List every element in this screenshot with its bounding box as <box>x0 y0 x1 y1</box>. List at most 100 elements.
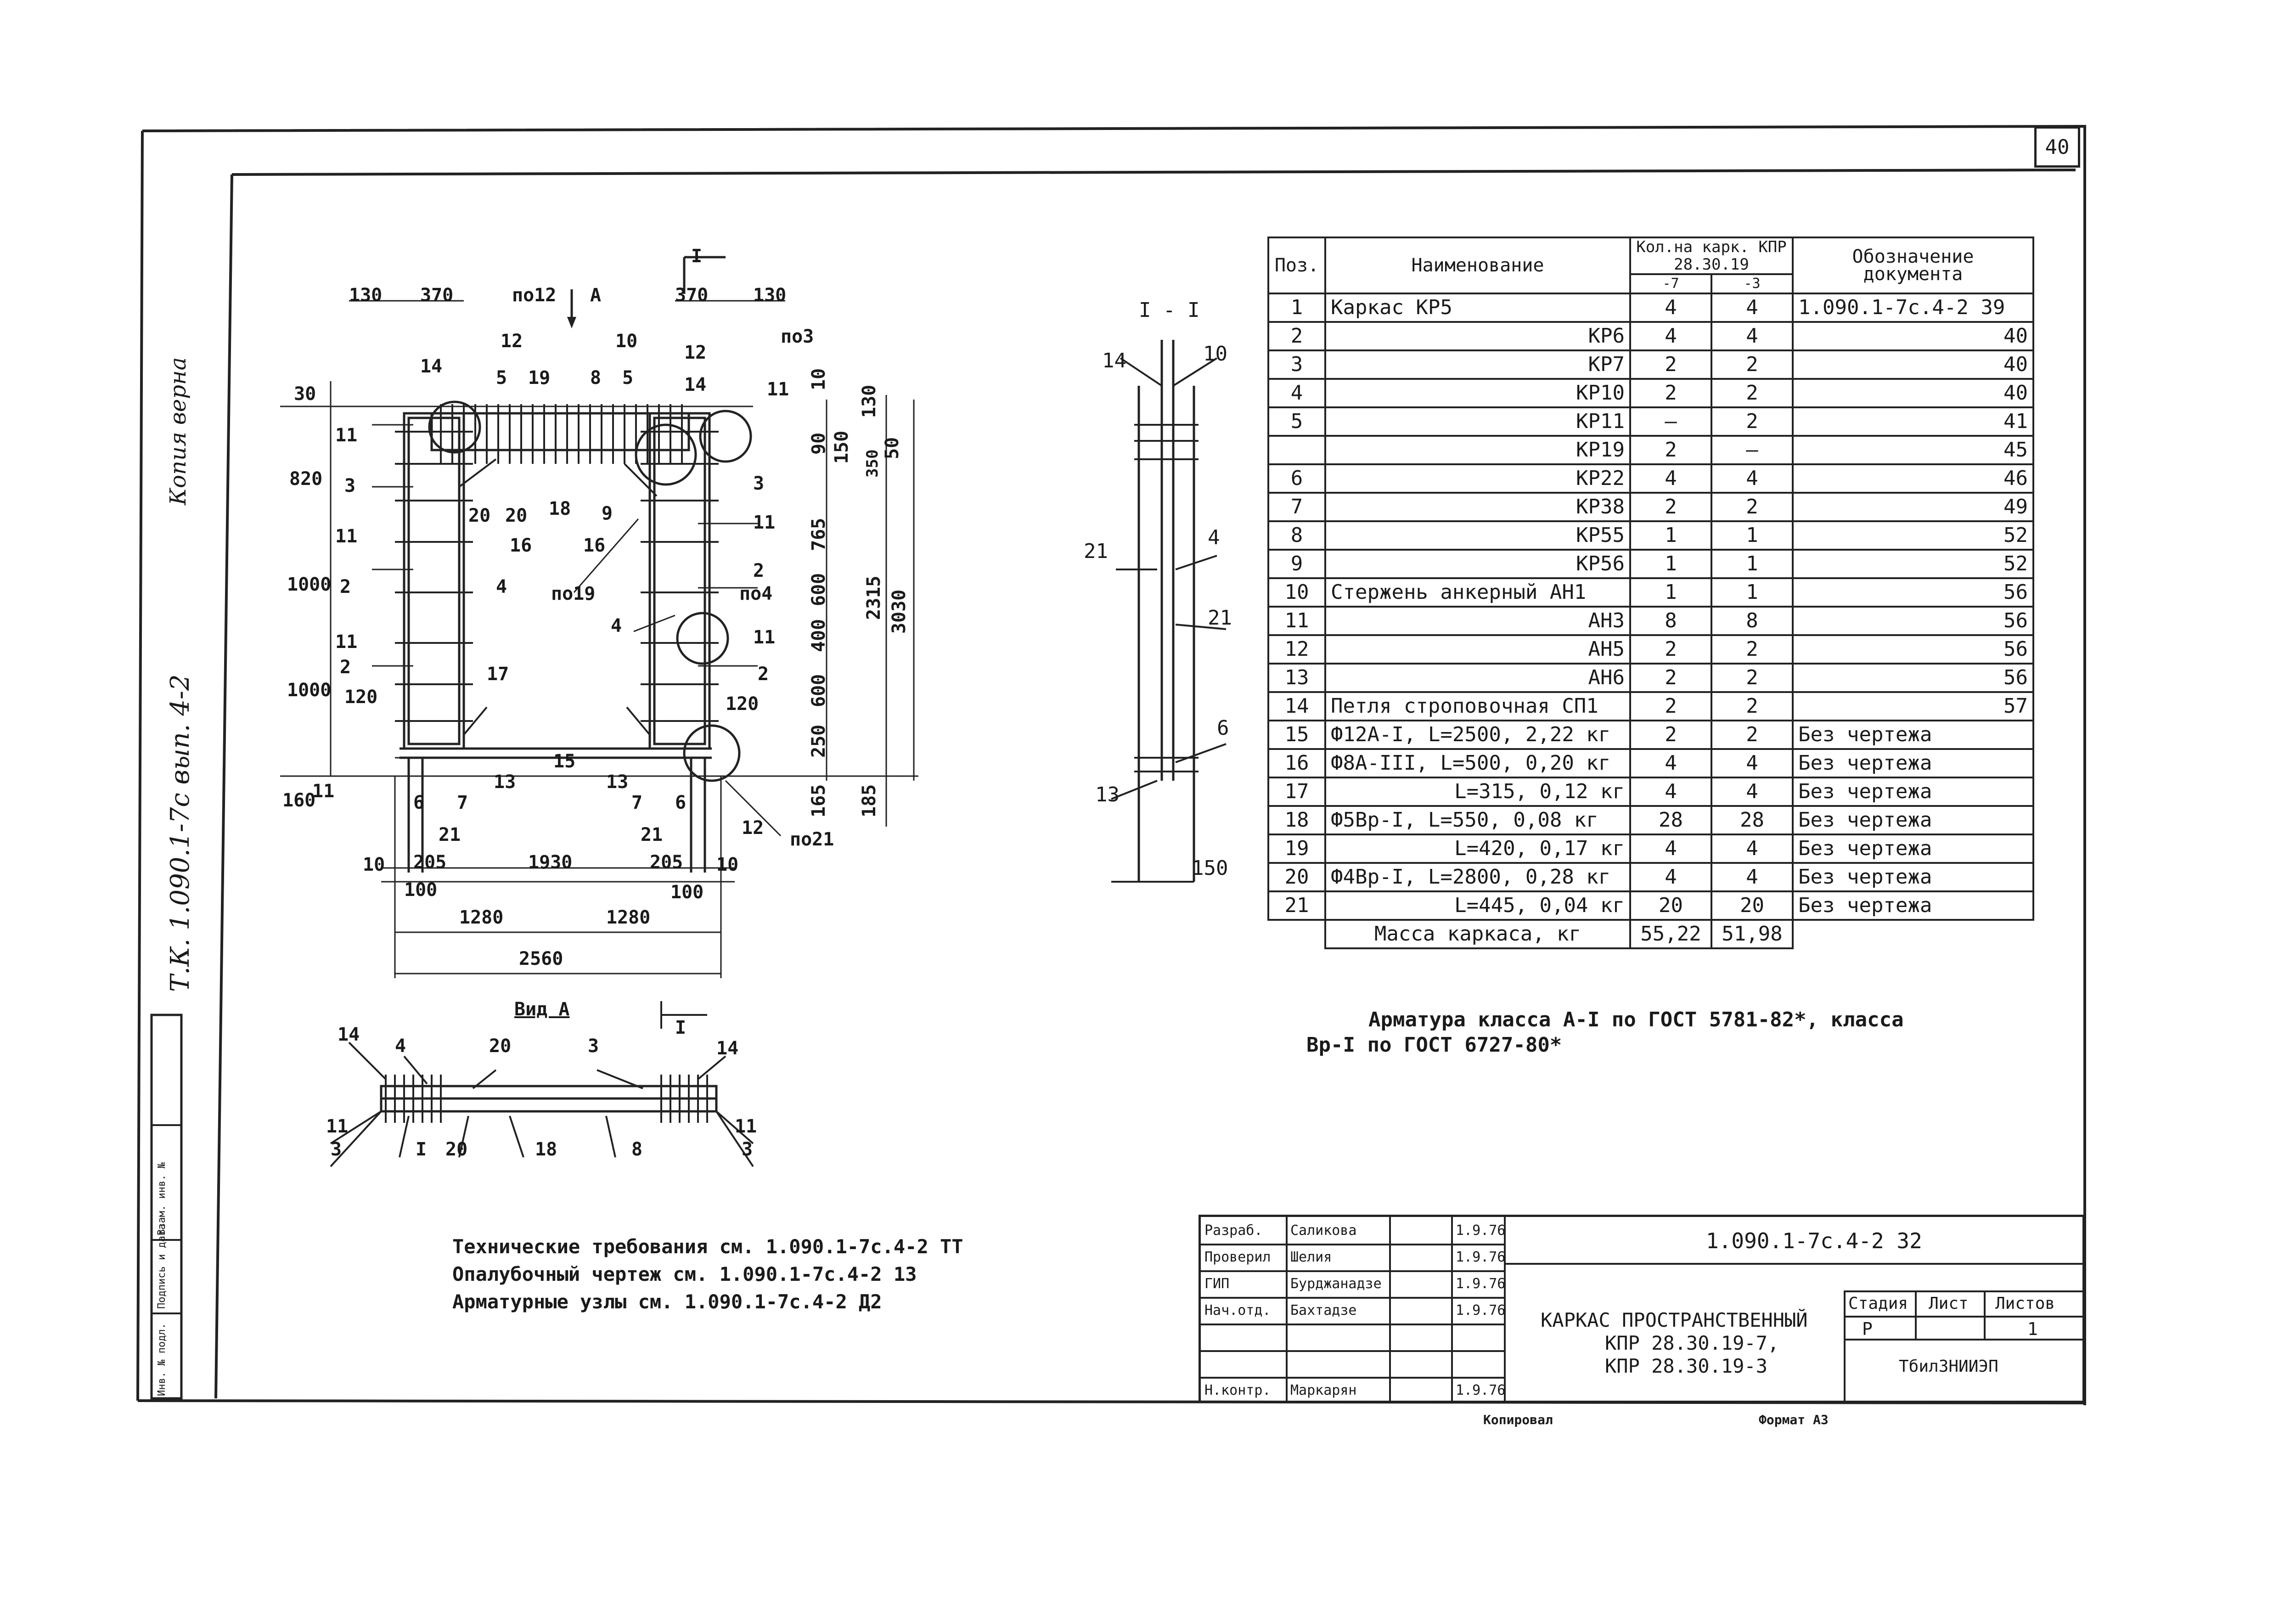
spec-cell-name: КР38 <box>1324 492 1631 522</box>
tb-name: Шелия <box>1290 1249 1332 1265</box>
spec-cell-qty-3: 2 <box>1711 349 1794 380</box>
pos-14a: 14 <box>420 356 443 377</box>
pos-4a: 4 <box>496 576 507 597</box>
sheet-number-box: 40 <box>2034 126 2080 168</box>
spec-mass-spacer <box>1793 920 2033 948</box>
spec-header-variant-3: -3 <box>1711 273 1794 294</box>
stamp-replacement-inv: Взам. инв. № <box>156 1162 168 1235</box>
spec-header-qty: Кол.на карк. КПР 28.30.19 <box>1629 237 1794 275</box>
spec-cell-name: Ф5Вр-I, L=550, 0,08 кг <box>1324 805 1631 835</box>
spec-cell-doc: 45 <box>1792 435 2034 465</box>
tb-name: Бурджанадзе <box>1290 1276 1382 1292</box>
dim-10a: 10 <box>363 854 385 875</box>
spec-cell-name: Петля строповочная СП1 <box>1324 691 1631 721</box>
dim-370: 370 <box>420 285 454 306</box>
spec-cell-name: L=445, 0,04 кг <box>1324 890 1631 921</box>
stage-value: Р <box>1862 1319 1873 1339</box>
spec-cell-name: L=420, 0,17 кг <box>1324 834 1631 864</box>
spec-cell-qty-7: 2 <box>1629 634 1712 665</box>
pos-6a: 6 <box>413 792 425 813</box>
pos-2b: 2 <box>340 657 351 678</box>
label-section-i: I <box>691 246 703 267</box>
spec-cell-qty-7: 2 <box>1629 720 1712 750</box>
dim-50: 50 <box>882 437 903 459</box>
tb-row-divider <box>1201 1324 1504 1325</box>
spec-cell-name: КР22 <box>1324 463 1631 494</box>
pos-6b: 6 <box>675 792 687 813</box>
pos-3a: 3 <box>344 475 356 496</box>
va-pos-3a: 3 <box>588 1036 599 1057</box>
dim-130c: 130 <box>859 384 880 418</box>
pos-7a: 7 <box>457 792 468 813</box>
label-po4: по4 <box>739 583 773 604</box>
dim-100a: 100 <box>404 879 438 901</box>
tb-row-divider <box>1201 1244 1504 1245</box>
spec-cell-qty-3: 1 <box>1711 577 1794 608</box>
tech-note-1: Технические требования см. 1.090.1-7с.4-… <box>452 1235 963 1258</box>
label-po19: по19 <box>551 583 596 604</box>
format-label: Формат А3 <box>1759 1412 1829 1427</box>
spec-cell-qty-7: 4 <box>1629 834 1712 864</box>
spec-cell-qty-3: 4 <box>1711 777 1794 807</box>
copy-certified-note: Копия верна <box>165 357 191 505</box>
pos-19: 19 <box>528 367 551 389</box>
spec-cell-doc: Без чертежа <box>1792 720 2034 750</box>
spec-cell-pos: 3 <box>1267 349 1326 380</box>
side-doc-ref: Т.К. 1.090.1-7с вып. 4-2 <box>165 674 195 992</box>
spec-cell-doc: Без чертежа <box>1792 834 2034 864</box>
spec-mass-spacer <box>1268 920 1325 948</box>
sec-pos-14: 14 <box>1102 349 1126 372</box>
dim-350: 350 <box>863 449 882 478</box>
pos-20a: 20 <box>468 505 491 526</box>
spec-cell-pos: 17 <box>1267 777 1326 807</box>
spec-cell-pos: 1 <box>1267 293 1326 323</box>
spec-mass-label: Масса каркаса, кг <box>1324 919 1631 949</box>
dim-600b: 600 <box>808 674 829 707</box>
spec-cell-qty-3: 2 <box>1711 378 1794 408</box>
va-pos-11a: 11 <box>326 1116 349 1137</box>
va-section-i: I <box>675 1017 687 1038</box>
spec-cell-qty-3: 8 <box>1711 606 1794 636</box>
spec-cell-qty-7: 4 <box>1629 862 1712 892</box>
spec-cell-doc: 49 <box>1792 492 2034 522</box>
sec-pos-10: 10 <box>1203 342 1227 366</box>
pos-11g: 11 <box>767 379 789 400</box>
spec-cell-qty-7: 4 <box>1629 293 1712 323</box>
tb-role: Разраб. <box>1204 1222 1263 1239</box>
spec-cell-pos: 4 <box>1267 378 1326 408</box>
dim-1930: 1930 <box>528 852 573 873</box>
sec-pos-13: 13 <box>1095 783 1120 806</box>
spec-header-doc: Обозначение документа <box>1792 237 2034 294</box>
spec-cell-pos: 18 <box>1267 805 1326 835</box>
tb-role: Н.контр. <box>1204 1382 1271 1398</box>
tech-note-3: Арматурные узлы см. 1.090.1-7с.4-2 Д2 <box>452 1290 882 1313</box>
va-pos-18: 18 <box>535 1139 557 1160</box>
dim-765: 765 <box>808 518 829 551</box>
spec-cell-qty-7: 4 <box>1629 321 1712 351</box>
dim-250: 250 <box>808 724 829 758</box>
va-pos-1: I <box>416 1139 427 1160</box>
tech-note-2: Опалубочный чертеж см. 1.090.1-7с.4-2 13 <box>452 1263 917 1285</box>
pos-13b: 13 <box>606 772 629 793</box>
tb-name: Саликова <box>1290 1222 1357 1239</box>
pos-11a: 11 <box>335 425 358 446</box>
pos-11b: 11 <box>335 526 358 547</box>
spec-cell-name: Каркас КР5 <box>1324 293 1631 323</box>
spec-cell-doc: 56 <box>1792 606 2034 636</box>
dim-90: 90 <box>808 432 829 455</box>
spec-header-name: Наименование <box>1324 237 1631 294</box>
sec-pos-6: 6 <box>1217 716 1229 740</box>
pos-3b: 3 <box>753 473 765 494</box>
spec-cell-doc: Без чертежа <box>1792 805 2034 835</box>
spec-cell-qty-3: 2 <box>1711 634 1794 665</box>
material-note-1: Арматура класса А-I по ГОСТ 5781-82*, кл… <box>1368 1008 1904 1031</box>
spec-cell-pos: 12 <box>1267 634 1326 665</box>
spec-cell-name: КР11 <box>1324 406 1631 437</box>
spec-cell-pos: 10 <box>1267 577 1326 608</box>
